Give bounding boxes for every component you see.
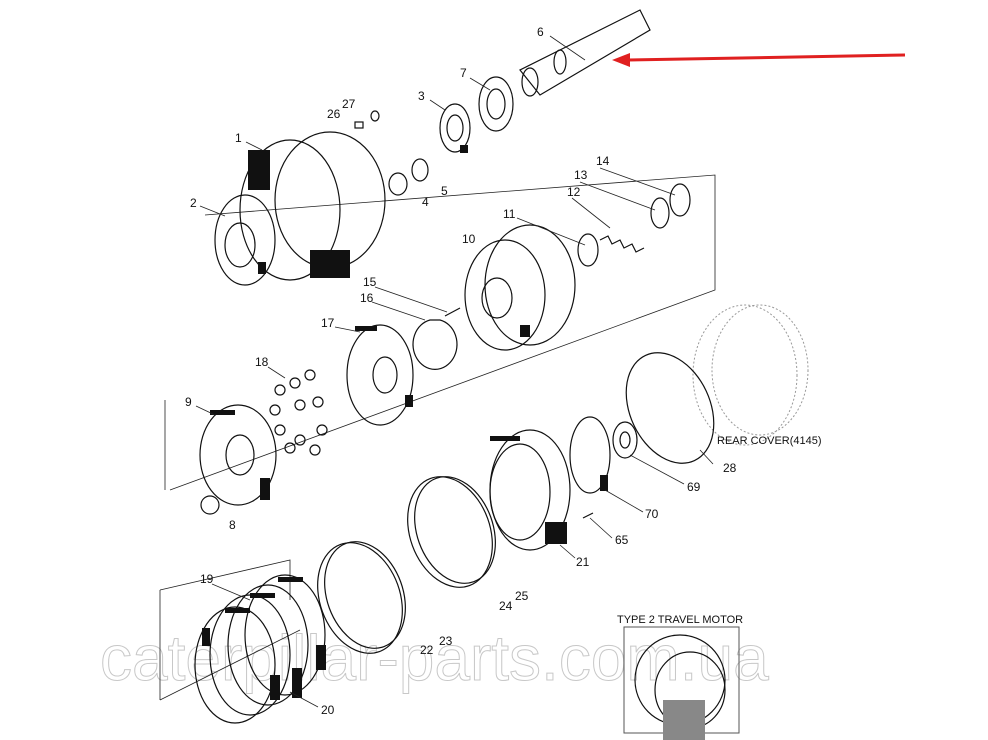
- part-10-cylinder-block: [464, 224, 576, 351]
- part-17-retainer-plate: [346, 324, 414, 426]
- label-14: 14: [596, 154, 610, 168]
- watermark: caterpillar-parts.com.ua: [100, 622, 769, 694]
- part-8-ball: [200, 495, 220, 515]
- part-number-labels: 6 7 3 27 26 1 2 5 4 14 13 12 11 10 15 16…: [185, 25, 737, 717]
- label-9: 9: [185, 395, 192, 409]
- label-69: 69: [687, 480, 701, 494]
- part-9-swash-plate: [199, 404, 277, 506]
- part-26-pin: [354, 121, 364, 129]
- part-12-spring: [599, 235, 645, 253]
- part-3-seal: [439, 103, 471, 153]
- label-11: 11: [503, 207, 516, 221]
- part-24-oring: [407, 476, 493, 588]
- part-18-pistons: [269, 369, 328, 456]
- rear-cover-label: REAR COVER(4145): [717, 435, 822, 447]
- part-2-bolt: [209, 209, 226, 217]
- section-frame-upper: [169, 174, 716, 491]
- part-7-bearing: [478, 76, 514, 132]
- label-18: 18: [255, 355, 269, 369]
- label-27: 27: [342, 97, 356, 111]
- label-6: 6: [537, 25, 544, 39]
- label-70: 70: [645, 507, 659, 521]
- label-21: 21: [576, 555, 590, 569]
- part-15-pin: [444, 307, 461, 317]
- label-16: 16: [360, 291, 374, 305]
- label-1: 1: [235, 131, 242, 145]
- label-15: 15: [363, 275, 377, 289]
- part-25-ring: [414, 476, 496, 584]
- inset-title: TYPE 2 TRAVEL MOTOR: [617, 614, 743, 626]
- part-6-shaft: [519, 9, 651, 97]
- label-2: 2: [190, 196, 197, 210]
- label-5: 5: [441, 184, 448, 198]
- label-22: 22: [420, 643, 434, 657]
- label-17: 17: [321, 316, 335, 330]
- part-28-oring: [625, 352, 715, 464]
- part-27-oring: [370, 110, 380, 122]
- part-69-bearing: [612, 421, 638, 459]
- label-3: 3: [418, 89, 425, 103]
- leader-lines: [195, 35, 714, 708]
- label-7: 7: [460, 66, 467, 80]
- part-19-20-friction-plates: [194, 574, 326, 724]
- label-25: 25: [515, 589, 529, 603]
- part-14-snap-ring: [669, 183, 691, 217]
- part-5-oring: [411, 158, 429, 182]
- part-16-ball-guide: [412, 319, 458, 370]
- part-21-piston: [489, 429, 571, 551]
- label-12: 12: [567, 185, 581, 199]
- label-13: 13: [574, 168, 588, 182]
- part-65-pin: [582, 512, 594, 519]
- red-arrow-indicator: [612, 53, 906, 67]
- label-23: 23: [439, 634, 453, 648]
- part-4-bushing: [388, 172, 408, 196]
- part-13-ring: [650, 197, 670, 229]
- label-28: 28: [723, 461, 737, 475]
- part-1-housing: [214, 131, 386, 286]
- part-11-washer: [577, 233, 599, 267]
- label-4: 4: [422, 195, 429, 209]
- type-2-travel-motor-inset: [623, 626, 740, 740]
- label-8: 8: [229, 518, 236, 532]
- section-frame-lower: [159, 559, 291, 600]
- label-24: 24: [499, 599, 513, 613]
- label-65: 65: [615, 533, 629, 547]
- part-70-plate: [569, 416, 611, 494]
- label-26: 26: [327, 107, 341, 121]
- label-20: 20: [321, 703, 335, 717]
- label-10: 10: [462, 232, 476, 246]
- label-19: 19: [200, 572, 214, 586]
- rear-cover-outline: [692, 304, 809, 446]
